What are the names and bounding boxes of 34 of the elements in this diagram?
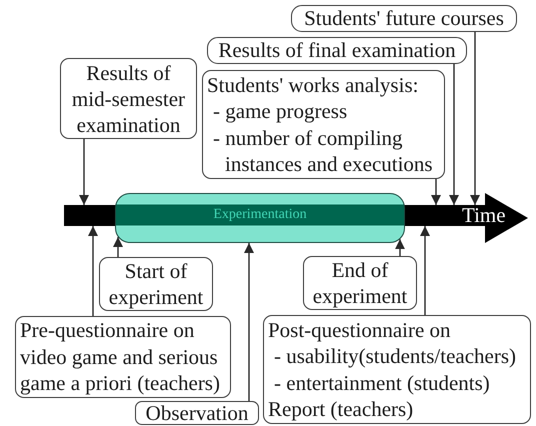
arrow: [79, 139, 89, 205]
note-text: Students' works analysis:: [207, 72, 420, 98]
note-box: [135, 401, 259, 425]
note-box: [60, 58, 197, 139]
note-box: [202, 70, 445, 179]
note-text: Post-questionnaire on: [268, 316, 452, 343]
arrow: [88, 226, 98, 316]
arrow: [395, 239, 405, 256]
arrow: [470, 32, 480, 205]
note-text: Report (teachers): [268, 396, 414, 422]
note-box: [303, 256, 417, 310]
note-text: Results of final examination: [217, 38, 457, 63]
note-text: Observation: [144, 402, 250, 424]
bullet-item: - entertainment (students): [273, 370, 491, 396]
arrow: [113, 237, 123, 257]
note-box: [99, 257, 213, 311]
timeline-label: Time: [462, 204, 506, 227]
arrow: [420, 226, 430, 315]
note-text: Results of mid-semester examination: [70, 60, 186, 138]
bullet-item: - number of compiling instances and executions: [212, 124, 434, 178]
arrow: [449, 64, 459, 205]
note-text: Students' future courses: [303, 6, 505, 31]
bullet-item: - usability(students/teachers): [273, 343, 518, 370]
rounded-bar: [115, 193, 405, 243]
note-text: Pre-questionnaire on video game and serious game a priori (teachers): [20, 317, 221, 397]
bar-label: Experimentation: [212, 206, 308, 224]
note-box: [291, 5, 517, 32]
note-text: End of experiment: [312, 257, 408, 309]
note-text: Start of experiment: [108, 258, 204, 310]
arrow: [431, 179, 441, 205]
timeline-shape: [64, 193, 528, 243]
bullet-item: - game progress: [212, 98, 348, 124]
note-box: [263, 315, 531, 424]
arrow: [244, 243, 254, 401]
